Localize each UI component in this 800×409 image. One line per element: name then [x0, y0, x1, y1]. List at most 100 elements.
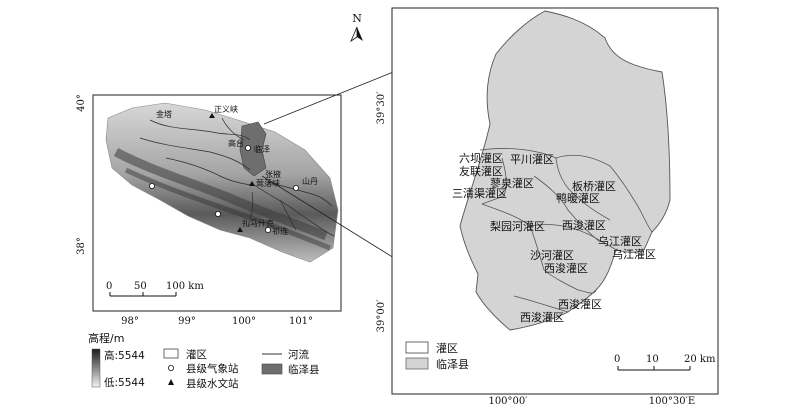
- scale-bar-label: 0: [614, 354, 620, 365]
- weather-station-icon: [167, 364, 174, 371]
- weather-station-marker: [148, 182, 155, 189]
- place-label: 莺落峡: [256, 178, 280, 188]
- district-label: 平川灌区: [510, 153, 554, 166]
- irrigation-boundary: [609, 165, 653, 233]
- irrigation-boundaries: [479, 148, 653, 313]
- overview-legend: 高程/m 高:5544 低:5544 灌区 县级气象站 县级水文站 河流 临泽县: [88, 331, 320, 390]
- linze-county-overview: [239, 121, 267, 177]
- rivers: [139, 117, 335, 237]
- elevation-color-ramp: [91, 348, 101, 388]
- river: [279, 199, 297, 231]
- district-labels: 六坝灌区 平川灌区 友联灌区 蓼泉灌区 三清渠灌区 板桥灌区 鸭暖灌区 梨园河灌…: [452, 151, 656, 324]
- irrigation-boundary: [513, 295, 569, 313]
- latitude-label: 39°00′: [376, 299, 387, 332]
- district-label: 鸭暖灌区: [556, 192, 600, 205]
- elevation-high-label: 高:5544: [104, 349, 145, 362]
- irrigation-area-label: 灌区: [186, 349, 207, 361]
- irrigation-boundary: [481, 157, 507, 205]
- hydro-station-label: 县级水文站: [186, 377, 239, 390]
- district-label: 西浚灌区: [562, 218, 606, 232]
- hydro-station-marker: [209, 113, 215, 118]
- north-arrow: N: [350, 12, 363, 43]
- district-label: 乌江灌区: [612, 247, 656, 261]
- district-label: 三清渠灌区: [452, 187, 507, 200]
- place-label: 山丹: [302, 176, 318, 186]
- north-label: N: [352, 12, 362, 25]
- hydro-station-marker: [237, 227, 243, 232]
- district-label: 西浚灌区: [520, 310, 564, 324]
- river: [255, 185, 335, 237]
- river: [139, 137, 251, 171]
- elevation-legend-title: 高程/m: [88, 331, 124, 345]
- detail-map: 六坝灌区 平川灌区 友联灌区 蓼泉灌区 三清渠灌区 板桥灌区 鸭暖灌区 梨园河灌…: [376, 7, 719, 407]
- latitude-label: 40°: [76, 94, 87, 112]
- linze-county-label: 临泽县: [436, 357, 469, 371]
- river: [165, 157, 257, 187]
- weather-station-marker: [214, 210, 221, 217]
- longitude-label: 100°: [232, 316, 256, 327]
- irrigation-area-swatch: [163, 348, 179, 359]
- river: [247, 191, 254, 227]
- district-label: 板桥灌区: [572, 179, 616, 193]
- hydro-station-marker: [249, 181, 255, 186]
- longitude-label: 99°: [178, 316, 196, 327]
- district-label: 梨园河灌区: [490, 219, 545, 233]
- district-label: 友联灌区: [459, 164, 503, 178]
- irrigation-boundary: [529, 224, 617, 251]
- place-label: 正义峡: [214, 104, 238, 114]
- stations: [148, 113, 299, 233]
- weather-station-marker: [264, 226, 271, 233]
- longitude-label: 101°: [289, 316, 313, 327]
- overview-map: 正义峡 金塔 高台 临泽 张掖 山丹 莺落峡 扎马什克 祁连 0 50 100 …: [76, 94, 342, 327]
- district-label: 沙河灌区: [530, 249, 574, 262]
- scale-bar-label: 50: [134, 281, 147, 292]
- detail-legend: 灌区 临泽县: [405, 341, 469, 371]
- district-label: 蓼泉灌区: [490, 176, 534, 190]
- longitude-label: 98°: [121, 316, 139, 327]
- weather-station-marker: [292, 184, 299, 191]
- river: [221, 117, 245, 141]
- north-arrow-icon: [357, 27, 363, 41]
- place-label: 临泽: [254, 144, 270, 154]
- linze-county-swatch: [261, 363, 283, 375]
- place-label: 高台: [228, 138, 244, 148]
- scale-bar-background: [106, 270, 208, 294]
- longitude-label: 100°30′E: [649, 396, 695, 407]
- overview-scale-bar: 0 50 100 km: [106, 270, 208, 297]
- scale-bar-label: 20 km: [684, 354, 716, 365]
- weather-station-marker: [244, 144, 251, 151]
- river-label: 河流: [288, 348, 309, 361]
- linze-county-detail: [459, 10, 671, 331]
- irrigation-boundary: [555, 157, 611, 221]
- place-labels: 正义峡 金塔 高台 临泽 张掖 山丹 莺落峡 扎马什克 祁连: [156, 104, 318, 236]
- elevation-low-label: 低:5544: [104, 376, 145, 389]
- latitude-label: 38°: [76, 237, 87, 255]
- place-label: 张掖: [265, 169, 281, 179]
- place-label: 金塔: [156, 109, 172, 119]
- irrigation-boundary: [533, 175, 601, 243]
- north-arrow-icon-outline: [350, 26, 358, 43]
- qilian-ridge: [113, 148, 328, 241]
- place-label: 祁连: [272, 226, 288, 236]
- linze-county-label: 临泽县: [288, 363, 320, 376]
- irrigation-area-label: 灌区: [436, 342, 458, 355]
- river: [149, 119, 251, 141]
- latitude-label: 39°30′: [376, 91, 387, 124]
- scale-bar-label: 0: [106, 281, 112, 292]
- longitude-label: 100°00′: [488, 396, 528, 407]
- irrigation-boundary: [543, 269, 597, 294]
- qilian-ridge-south: [124, 167, 331, 251]
- linze-county-swatch: [405, 357, 429, 370]
- weather-station-label: 县级气象站: [186, 362, 239, 375]
- scale-bar-label: 10: [646, 354, 659, 365]
- irrigation-area-swatch: [405, 341, 429, 354]
- river: [267, 181, 333, 207]
- district-label: 西浚灌区: [544, 261, 588, 275]
- detail-scale-bar: 0 10 20 km: [614, 354, 716, 371]
- hydro-station-icon: [168, 379, 174, 385]
- scale-bar-label: 100 km: [166, 281, 204, 292]
- irrigation-boundary: [479, 148, 611, 167]
- place-label: 扎马什克: [242, 218, 274, 228]
- district-label: 乌江灌区: [598, 234, 642, 248]
